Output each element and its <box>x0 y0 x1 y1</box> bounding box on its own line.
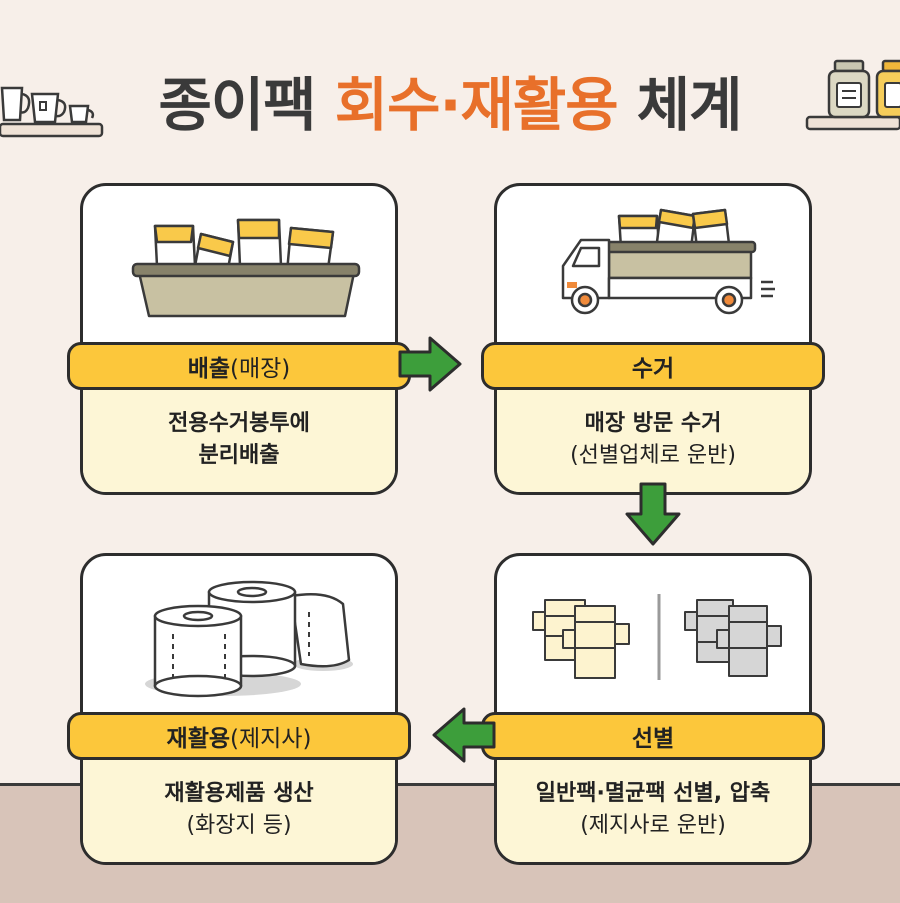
step-card-collection: 수거 매장 방문 수거 (선별업체로 운반) <box>481 183 825 495</box>
carton-basket-icon <box>131 218 361 318</box>
step-label-paren: (매장) <box>230 356 291 382</box>
toilet-paper-icon <box>145 580 353 698</box>
flattened-cartons-icon <box>532 594 782 680</box>
cups-shelf-icon <box>0 86 104 138</box>
title-accent: 회수·재활용 <box>334 71 619 139</box>
step-label-recycling: 재활용(제지사) <box>67 712 411 760</box>
step-card-sorting: 선별 일반팩·멸균팩 선별, 압축 (제지사로 운반) <box>481 553 825 865</box>
title-part1: 종이팩 <box>158 71 316 139</box>
truck-icon <box>561 208 775 315</box>
step-label-main: 재활용 <box>166 726 231 752</box>
step-desc-line2: 분리배출 <box>198 443 280 468</box>
step-card-recycling: 재활용(제지사) 재활용제품 생산 (화장지 등) <box>67 553 411 865</box>
step-label-main: 수거 <box>631 356 675 382</box>
step-label-collection: 수거 <box>481 342 825 390</box>
step-desc-line1: 매장 방문 수거 <box>584 411 722 436</box>
step-desc-discharge: 전용수거봉투에 분리배출 <box>83 408 395 472</box>
step-desc-line1: 전용수거봉투에 <box>168 411 310 436</box>
page-title: 종이팩 회수·재활용 체계 <box>0 58 900 142</box>
step-label-paren: (제지사) <box>230 726 312 752</box>
step-label-main: 배출 <box>187 356 231 382</box>
arrow-left-icon <box>432 707 496 763</box>
step-label-main: 선별 <box>631 726 675 752</box>
arrow-down-icon <box>625 482 681 546</box>
step-desc-line2: (화장지 등) <box>186 813 292 838</box>
arrow-right-icon <box>398 336 462 392</box>
step-label-discharge: 배출(매장) <box>67 342 411 390</box>
title-part3: 체계 <box>636 71 743 139</box>
step-desc-collection: 매장 방문 수거 (선별업체로 운반) <box>497 408 809 472</box>
step-card-discharge: 배출(매장) 전용수거봉투에 분리배출 <box>67 183 411 495</box>
step-label-sorting: 선별 <box>481 712 825 760</box>
step-desc-sorting: 일반팩·멸균팩 선별, 압축 (제지사로 운반) <box>497 778 809 842</box>
step-desc-line2: (선별업체로 운반) <box>570 443 736 468</box>
jars-shelf-icon <box>805 59 900 131</box>
step-desc-line1: 재활용제품 생산 <box>164 781 314 806</box>
step-desc-recycling: 재활용제품 생산 (화장지 등) <box>83 778 395 842</box>
step-desc-line1: 일반팩·멸균팩 선별, 압축 <box>535 781 771 806</box>
step-desc-line2: (제지사로 운반) <box>580 813 726 838</box>
